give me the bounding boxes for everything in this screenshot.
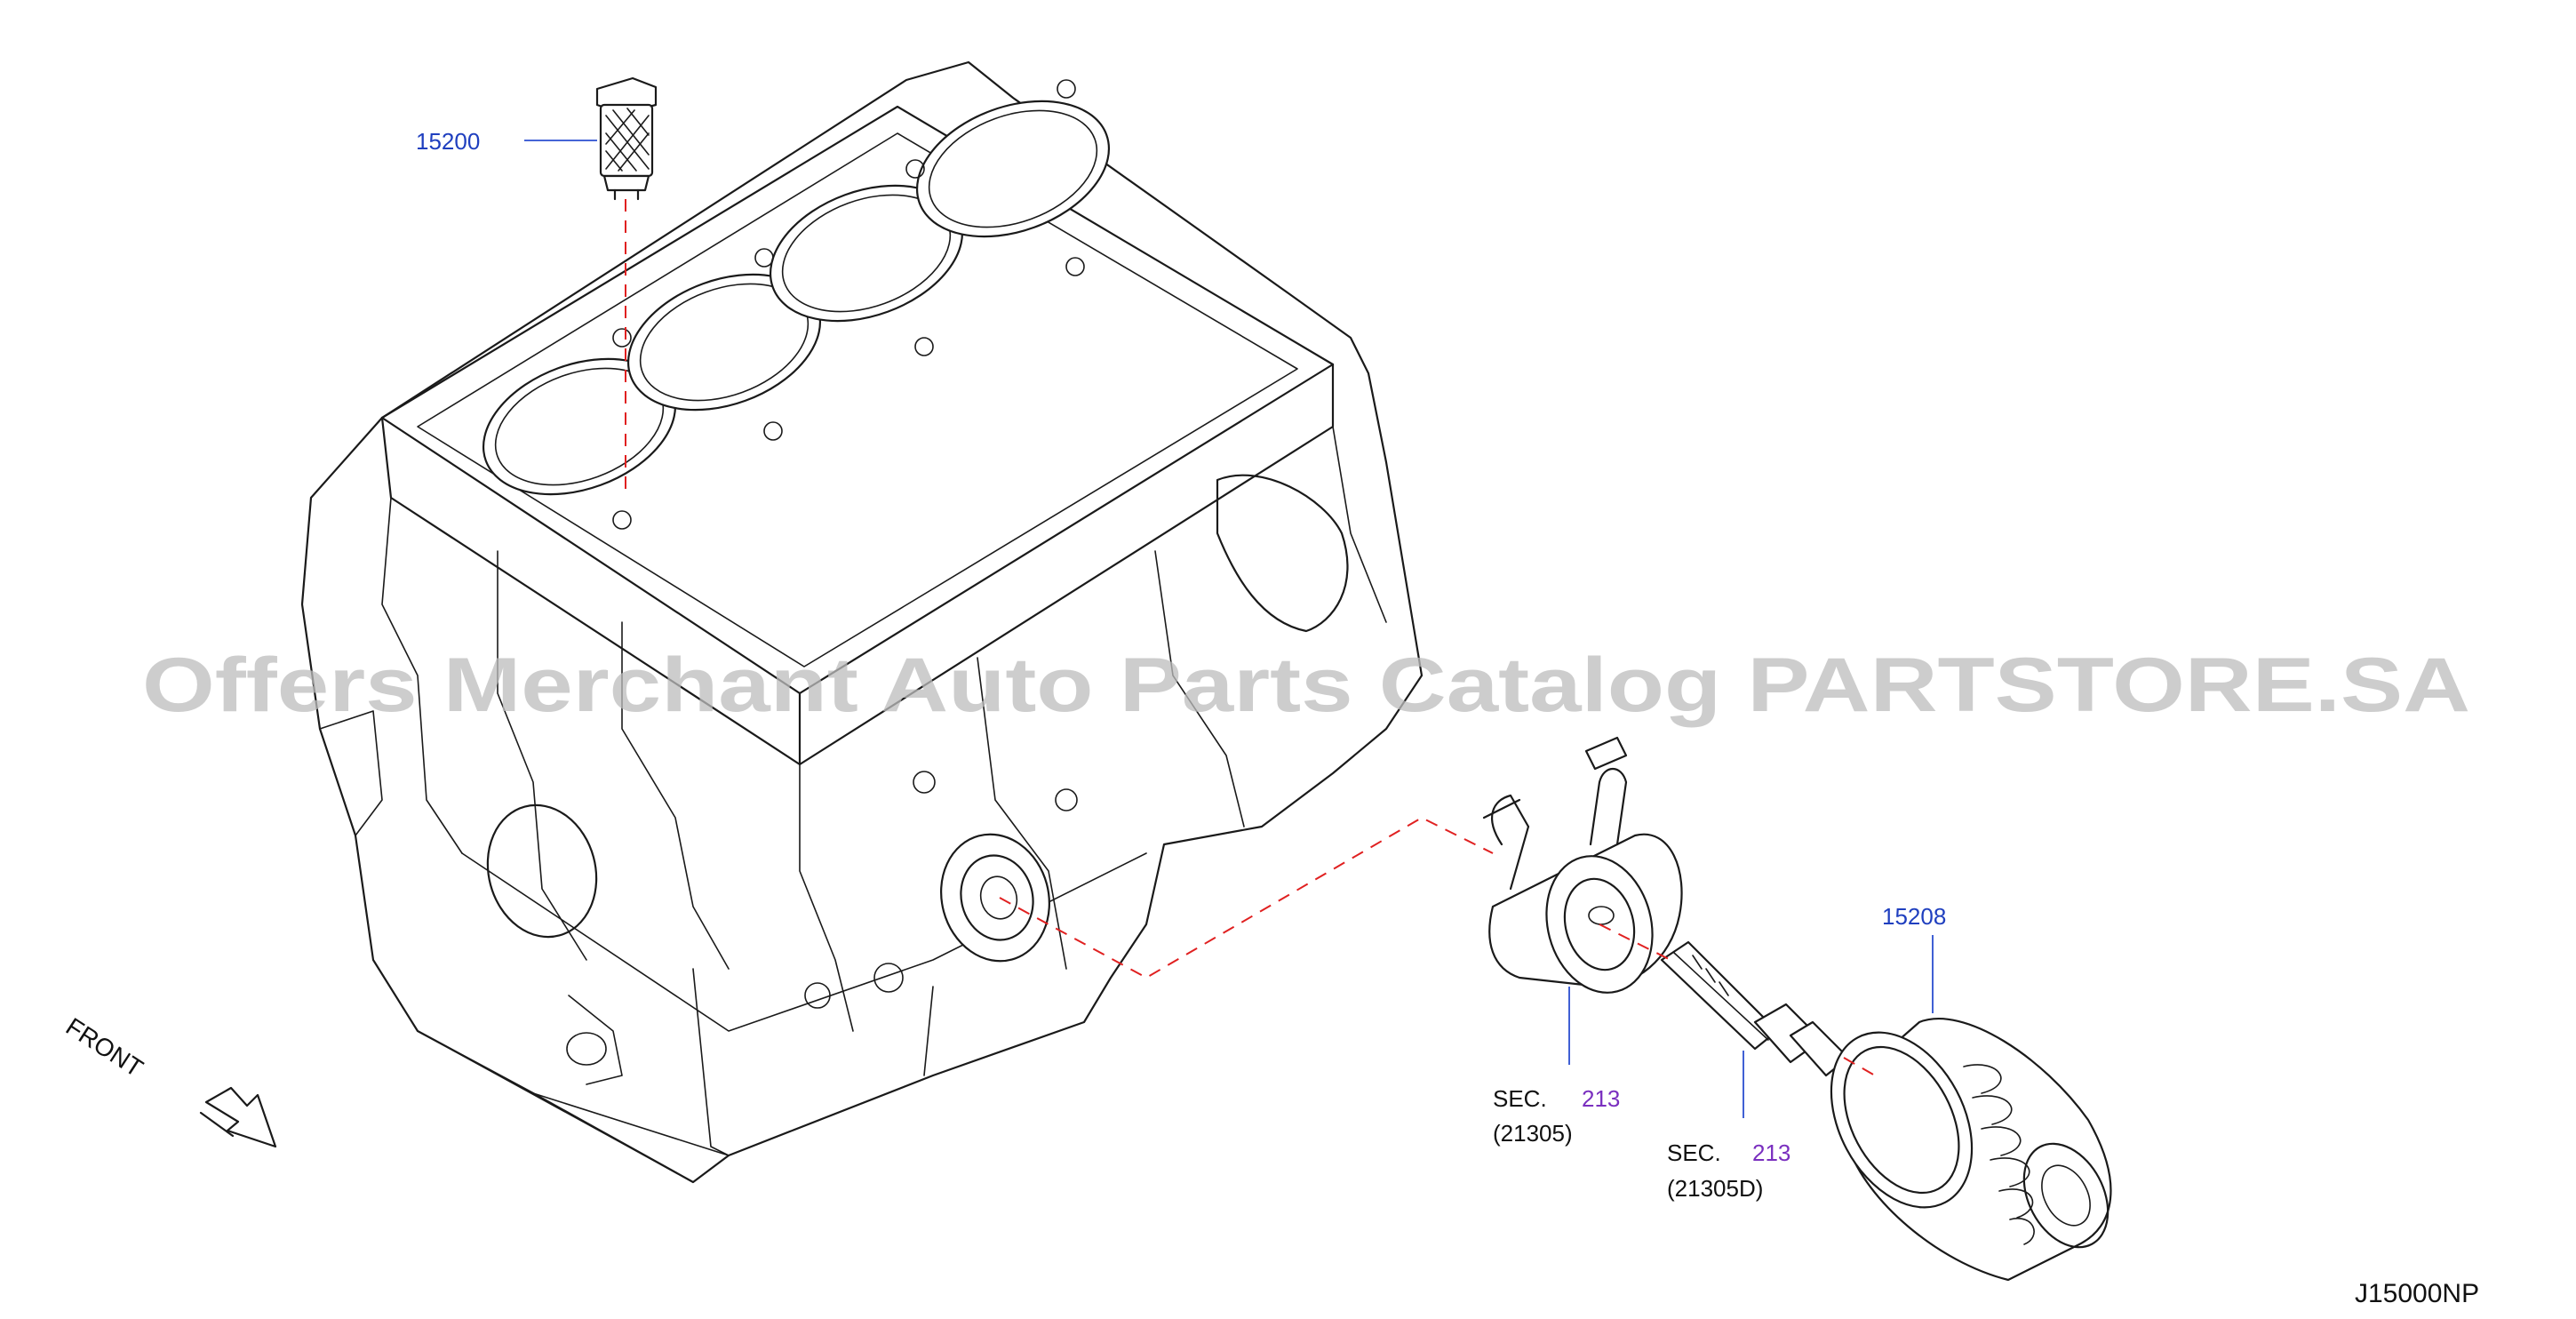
drawing-code: J15000NP: [2355, 1279, 2479, 1308]
sec-number-21305d[interactable]: 213: [1752, 1139, 1790, 1166]
sec-number-21305[interactable]: 213: [1582, 1085, 1620, 1112]
sec-prefix-21305: SEC.: [1493, 1085, 1547, 1112]
part-number-15208[interactable]: 15208: [1882, 903, 1946, 930]
front-label: FRONT: [61, 1012, 148, 1083]
sec-prefix-21305d: SEC.: [1667, 1139, 1721, 1166]
sec-sub-21305d: (21305D): [1667, 1175, 1763, 1202]
watermark-text: Offers Merchant Auto Parts Catalog PARTS…: [142, 643, 2470, 728]
oil-strainer-drawing: [595, 76, 658, 201]
front-arrow-icon: [199, 1086, 277, 1148]
connector-stud-drawing: [1660, 940, 1850, 1077]
oil-cooler-drawing: [1482, 736, 1683, 994]
sec-sub-21305: (21305): [1493, 1120, 1573, 1147]
part-number-15200[interactable]: 15200: [416, 128, 480, 155]
engine-block-drawing: [300, 60, 1424, 1184]
oil-filter-drawing: [1830, 1018, 2112, 1282]
